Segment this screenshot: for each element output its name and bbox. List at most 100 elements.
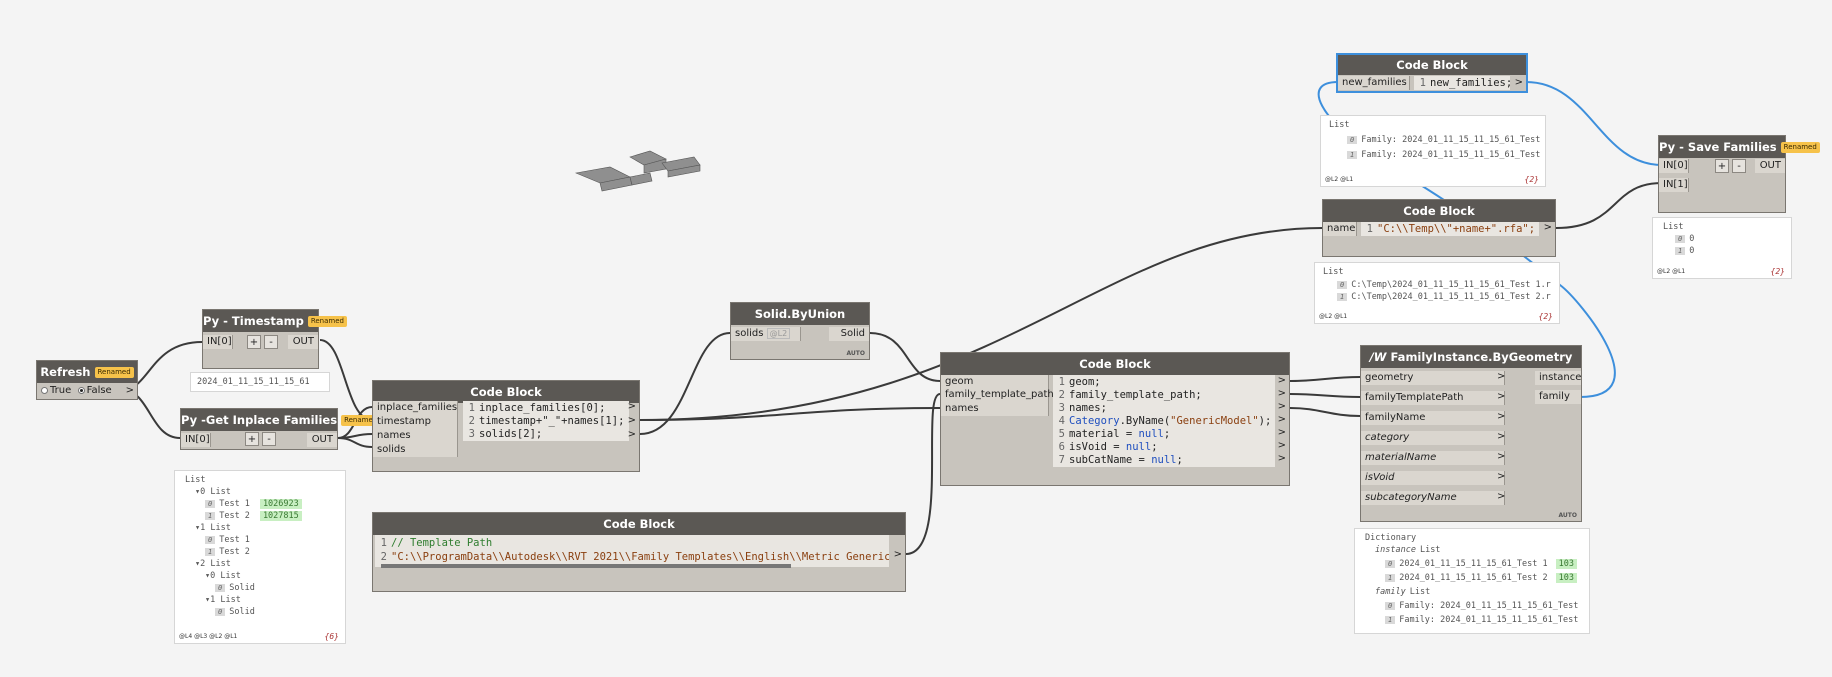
output-port-out[interactable]: OUT (288, 335, 318, 349)
input-port-geom[interactable]: geom (941, 375, 1049, 389)
preview-count: {2} (1538, 312, 1553, 321)
input-arrow[interactable]: > (1497, 411, 1506, 422)
add-input-button[interactable]: + (247, 335, 261, 349)
output-arrow[interactable]: > (1277, 388, 1286, 399)
lacing-label: AUTO (1558, 512, 1577, 519)
input-arrow[interactable]: > (1497, 391, 1506, 402)
input-port-in0[interactable]: IN[0] (203, 335, 233, 349)
output-port-out[interactable]: OUT (307, 433, 337, 447)
input-port-geometry[interactable]: geometry (1361, 371, 1505, 385)
wire-top-save[interactable] (1525, 81, 1663, 166)
false-radio[interactable] (77, 386, 85, 394)
input-port-in0[interactable]: IN[0] (1659, 159, 1689, 173)
code-editor[interactable]: 1// Template Path 2"C:\\ProgramData\\Aut… (375, 535, 889, 567)
file-path-code-block-node[interactable]: Code Block name 1"C:\\Temp\\"+name+".rfa… (1322, 199, 1556, 257)
add-input-button[interactable]: + (1715, 159, 1729, 173)
input-port-materialname[interactable]: materialName (1361, 451, 1505, 465)
wire-cb1-names[interactable] (639, 407, 941, 421)
output-arrow[interactable]: > (125, 385, 134, 396)
wire-cb-template[interactable] (1289, 393, 1361, 398)
input-port-familytemplatepath[interactable]: familyTemplatePath (1361, 391, 1505, 405)
input-port-solids[interactable]: solids @L2 (731, 327, 801, 341)
remove-input-button[interactable]: - (1732, 159, 1746, 173)
input-port-new-families[interactable]: new_families (1338, 76, 1410, 90)
list-item: ▾0 List (205, 571, 241, 581)
input-arrow[interactable]: > (1497, 471, 1506, 482)
input-port-category[interactable]: category (1361, 431, 1505, 445)
output-port-out[interactable]: OUT (1755, 159, 1785, 173)
output-arrow[interactable]: > (1277, 427, 1286, 438)
wire-union-geom[interactable] (869, 332, 941, 382)
output-port-family[interactable]: family (1535, 390, 1581, 404)
output-arrow[interactable]: > (1277, 401, 1286, 412)
list-item: ▾0 List (195, 487, 231, 497)
wire-name-save[interactable] (1555, 182, 1663, 229)
output-arrow[interactable]: > (627, 401, 636, 412)
input-arrow[interactable]: > (1497, 491, 1506, 502)
wire-cb-geometry[interactable] (1289, 376, 1361, 382)
remove-input-button[interactable]: - (262, 432, 276, 446)
node-title: Code Block (941, 353, 1289, 375)
add-input-button[interactable]: + (245, 432, 259, 446)
horizontal-scrollbar[interactable] (381, 564, 791, 568)
input-port-isvoid[interactable]: isVoid (1361, 471, 1505, 485)
level-hint[interactable]: @L2 (766, 328, 791, 339)
code-editor[interactable]: 1"C:\\Temp\\"+name+".rfa"; (1361, 222, 1539, 236)
output-arrow[interactable]: > (627, 429, 636, 440)
input-arrow[interactable]: > (1497, 451, 1506, 462)
input-arrow[interactable]: > (1497, 371, 1506, 382)
output-arrow[interactable]: > (1543, 222, 1552, 233)
remove-input-button[interactable]: - (264, 335, 278, 349)
input-port-in1[interactable]: IN[1] (1659, 178, 1689, 192)
list-item: ▾2 List (195, 559, 231, 569)
solid-by-union-node[interactable]: Solid.ByUnion solids @L2 Solid AUTO (730, 302, 870, 360)
output-arrow[interactable]: > (893, 549, 902, 560)
input-port-subcategoryname[interactable]: subcategoryName (1361, 491, 1505, 505)
output-arrow[interactable]: > (1277, 375, 1286, 386)
output-arrow[interactable]: > (627, 415, 636, 426)
wire-inplace-cb1-c[interactable] (337, 437, 373, 448)
output-port-solid[interactable]: Solid (829, 327, 869, 341)
input-port-names[interactable]: names (941, 402, 1049, 416)
family-instance-by-geometry-node[interactable]: /W FamilyInstance.ByGeometry geometry>fa… (1360, 345, 1582, 522)
input-port-in0[interactable]: IN[0] (181, 433, 211, 447)
wire-cb-name[interactable] (1289, 407, 1361, 417)
template-path-code-block-node[interactable]: Code Block 1// Template Path 2"C:\\Progr… (372, 512, 906, 592)
output-port-instance[interactable]: instance (1535, 371, 1581, 385)
input-port-inplace-families[interactable]: inplace_families (373, 401, 458, 415)
input-port-familyname[interactable]: familyName (1361, 411, 1505, 425)
input-arrow[interactable]: > (1497, 431, 1506, 442)
boolean-toggle[interactable]: True False (41, 385, 112, 396)
code-block-1-node[interactable]: Code Block inplace_families timestamp na… (372, 380, 640, 472)
output-arrow[interactable]: > (1514, 77, 1523, 88)
input-port-names[interactable]: names (373, 429, 458, 443)
wire-cb1-name[interactable] (639, 227, 1323, 421)
main-code-block-node[interactable]: Code Block geom family_template_path nam… (940, 352, 1290, 486)
output-arrow[interactable]: > (1277, 414, 1286, 425)
input-port-family-template-path[interactable]: family_template_path (941, 388, 1054, 402)
input-port-name[interactable]: name (1323, 222, 1357, 236)
wire-template-path[interactable] (905, 393, 941, 555)
input-port-solids[interactable]: solids (373, 443, 458, 457)
output-arrow[interactable]: > (1277, 453, 1286, 464)
true-radio[interactable] (41, 386, 48, 394)
input-port-timestamp[interactable]: timestamp (373, 415, 458, 429)
wire-cb1-union[interactable] (639, 332, 731, 435)
output-arrow[interactable]: > (1277, 440, 1286, 451)
